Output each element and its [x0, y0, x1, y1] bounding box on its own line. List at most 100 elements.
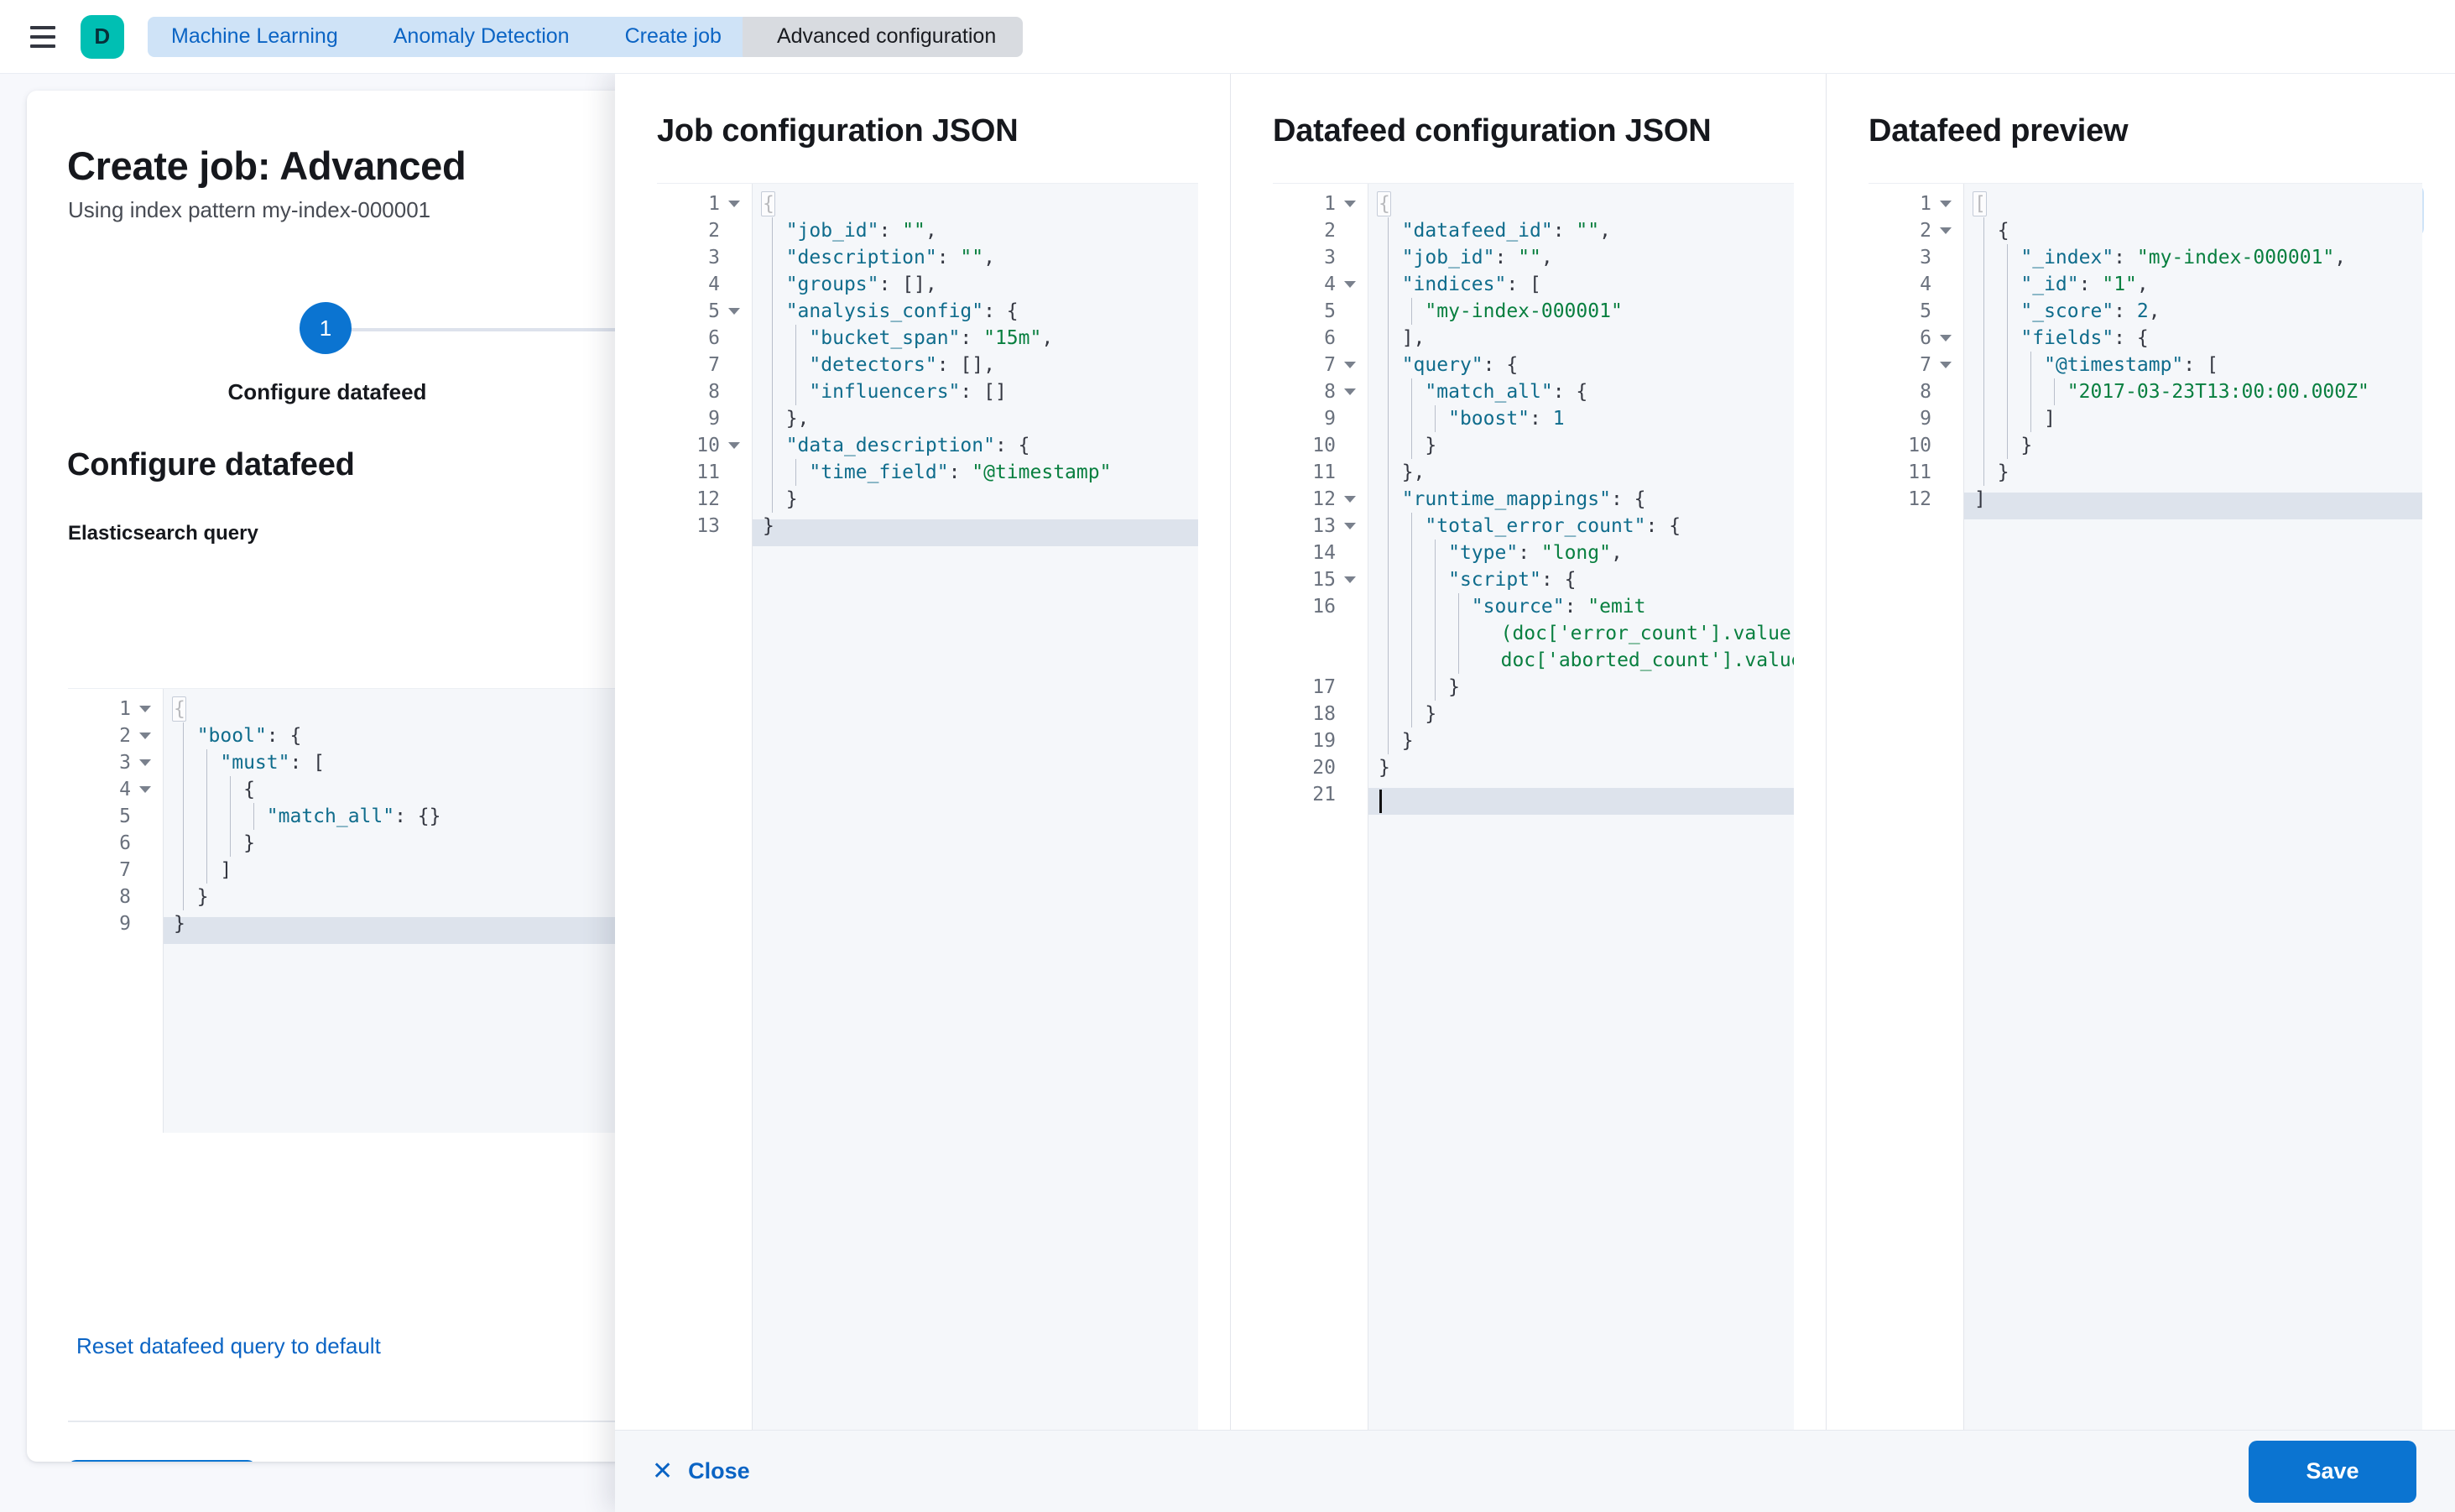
editor-cursor [761, 191, 775, 216]
top-header: D Machine Learning Anomaly Detection Cre… [0, 0, 2455, 74]
breadcrumb-item-machine-learning[interactable]: Machine Learning [148, 16, 381, 57]
panel-title: Datafeed configuration JSON [1273, 113, 1712, 149]
divider [68, 1421, 910, 1422]
line-number: 10 [1908, 435, 1931, 456]
page-subtitle: Using index pattern my-index-000001 [68, 197, 431, 222]
line-number: 12 [1908, 488, 1931, 510]
fold-arrow-icon[interactable] [1940, 362, 1952, 368]
line-number: 3 [1920, 247, 1931, 269]
page-title: Create job: Advanced [67, 143, 467, 188]
save-button[interactable]: Save [2249, 1440, 2416, 1503]
fold-arrow-icon[interactable] [139, 759, 151, 766]
line-number: 8 [708, 381, 720, 403]
editor-code[interactable]: { "job_id": "", "description": "", "grou… [753, 184, 1198, 1430]
editor-code[interactable]: [ { "_index": "my-index-000001", "_id": … [1964, 184, 2422, 1430]
line-number: 1 [1869, 190, 1963, 217]
fold-arrow-icon[interactable] [1344, 281, 1356, 288]
line-number: 9 [1920, 408, 1931, 430]
line-number: 18 [1312, 703, 1336, 725]
editor-code[interactable]: { "datafeed_id": "", "job_id": "", "indi… [1368, 184, 1794, 1430]
line-number: 9 [119, 913, 131, 935]
line-number: 17 [1312, 676, 1336, 698]
line-number: 11 [1908, 461, 1931, 483]
line-number: 8 [119, 886, 131, 908]
line-number: 2 [1869, 217, 1963, 244]
line-number: 10 [1312, 435, 1336, 456]
line-number: 1 [1273, 190, 1368, 217]
step-1-circle[interactable]: 1 [300, 302, 352, 354]
line-number: 4 [708, 274, 720, 295]
line-number: 8 [1920, 381, 1931, 403]
line-number: 5 [1324, 300, 1336, 322]
line-number: 2 [68, 722, 163, 749]
hamburger-icon[interactable] [23, 18, 62, 56]
line-number: 2 [1324, 220, 1336, 242]
fold-arrow-icon[interactable] [139, 733, 151, 739]
breadcrumb: Machine Learning Anomaly Detection Creat… [148, 16, 1024, 57]
line-number: 11 [1312, 461, 1336, 483]
close-x-icon: ✕ [652, 1457, 674, 1485]
line-number: 5 [657, 298, 752, 325]
line-number: 6 [1324, 327, 1336, 349]
line-number: 6 [708, 327, 720, 349]
fold-arrow-icon[interactable] [1344, 523, 1356, 529]
reset-datafeed-query-link[interactable]: Reset datafeed query to default [76, 1333, 381, 1358]
line-number: 7 [708, 354, 720, 376]
fold-arrow-icon[interactable] [1344, 201, 1356, 207]
line-number: 13 [1273, 513, 1368, 540]
line-number: 16 [1312, 596, 1336, 618]
line-number: 12 [1273, 486, 1368, 513]
editor-cursor [172, 696, 186, 722]
line-number: 3 [68, 749, 163, 776]
fold-arrow-icon[interactable] [728, 308, 740, 315]
line-number: 19 [1312, 730, 1336, 752]
fold-arrow-icon[interactable] [1344, 576, 1356, 583]
line-number: 8 [1273, 378, 1368, 405]
breadcrumb-label: Advanced configuration [776, 24, 997, 48]
panel-title: Job configuration JSON [657, 113, 1019, 149]
line-number: 4 [1920, 274, 1931, 295]
close-button-label: Close [688, 1458, 750, 1483]
fold-arrow-icon[interactable] [1344, 362, 1356, 368]
line-number: 5 [1920, 300, 1931, 322]
breadcrumb-label: Machine Learning [171, 24, 338, 48]
line-number: 7 [1869, 352, 1963, 378]
breadcrumb-chevron-icon [358, 16, 381, 57]
fold-arrow-icon[interactable] [139, 706, 151, 712]
breadcrumb-item-create-job[interactable]: Create job [591, 16, 764, 57]
fold-arrow-icon[interactable] [1940, 201, 1952, 207]
fold-arrow-icon[interactable] [1344, 496, 1356, 503]
line-number: 12 [696, 488, 720, 510]
line-number: 9 [708, 408, 720, 430]
fold-arrow-icon[interactable] [728, 442, 740, 449]
close-button[interactable]: ✕ Close [652, 1458, 750, 1484]
fold-arrow-icon[interactable] [728, 201, 740, 207]
step-1-label: Configure datafeed [227, 379, 427, 404]
deployment-badge[interactable]: D [81, 14, 124, 59]
line-number: 20 [1312, 757, 1336, 779]
fold-arrow-icon[interactable] [1940, 227, 1952, 234]
line-number: 1 [657, 190, 752, 217]
line-number: 7 [119, 859, 131, 881]
fold-arrow-icon[interactable] [139, 786, 151, 793]
line-number: 15 [1273, 566, 1368, 593]
breadcrumb-label: Create job [624, 24, 722, 48]
breadcrumb-item-anomaly-detection[interactable]: Anomaly Detection [359, 16, 612, 57]
fold-arrow-icon[interactable] [1940, 335, 1952, 342]
line-number: 4 [68, 776, 163, 803]
line-number: 4 [1273, 271, 1368, 298]
breadcrumb-item-advanced-configuration[interactable]: Advanced configuration [743, 16, 1024, 57]
line-number: 21 [1312, 784, 1336, 806]
fold-arrow-icon[interactable] [1344, 388, 1356, 395]
next-button[interactable]: Next ❯ [68, 1460, 256, 1462]
